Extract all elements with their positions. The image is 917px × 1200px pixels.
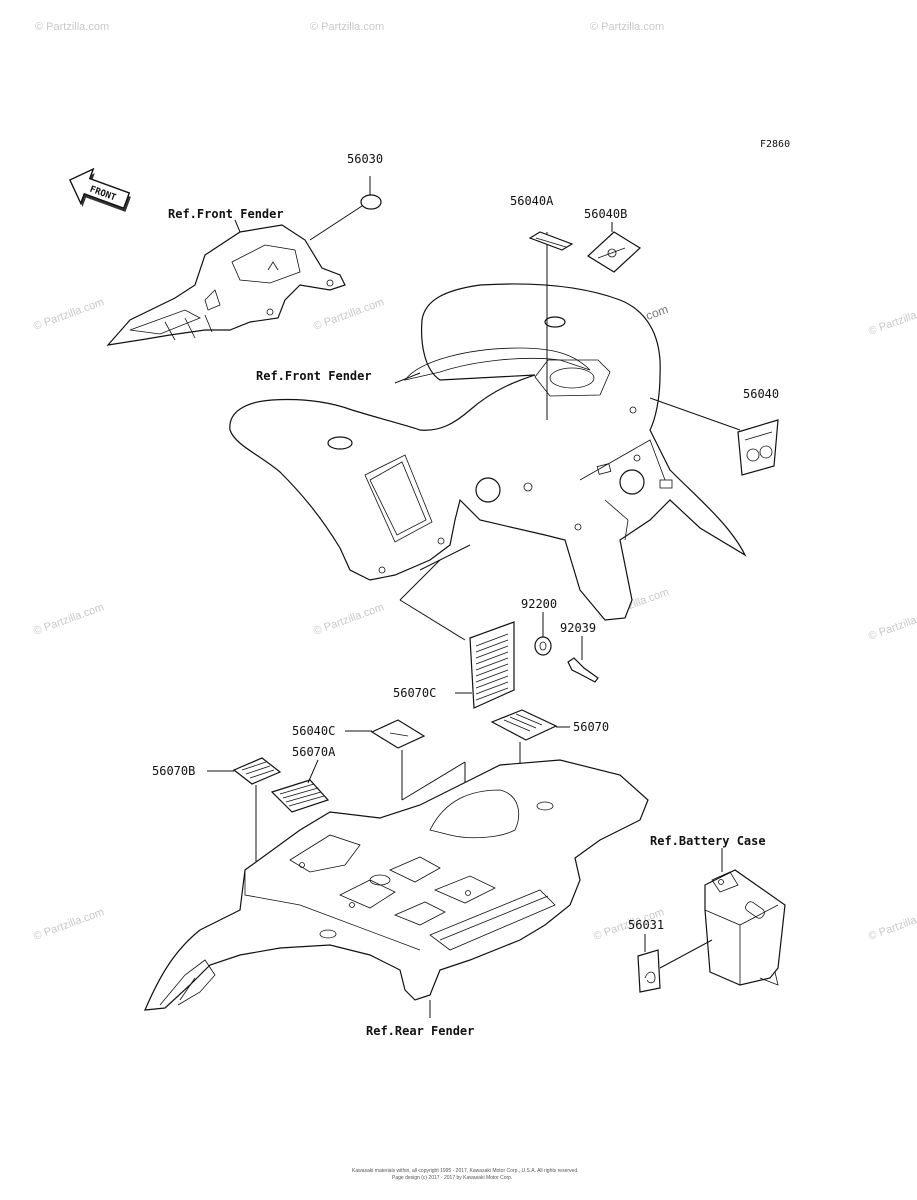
label-ref-battery-case: Ref.Battery Case <box>650 834 766 848</box>
watermark: © Partzilla.com <box>867 906 917 943</box>
label-56070: 56070 <box>573 720 609 734</box>
label-ref-rear-fender: Ref.Rear Fender <box>366 1024 474 1038</box>
watermark: © Partzilla.com <box>867 606 917 643</box>
label-56040C: 56040C <box>292 724 335 738</box>
watermark: © Partzilla.com <box>32 601 106 638</box>
copyright-line: Page design (c) 2017 - 2017 by Kawasaki … <box>392 1175 512 1181</box>
washer-92200 <box>534 636 552 656</box>
rivet-92039 <box>567 636 599 683</box>
label-56030: 56030 <box>347 152 383 166</box>
decal-56070A <box>270 779 330 813</box>
decal-56040 <box>737 419 779 476</box>
label-56070B: 56070B <box>152 764 195 778</box>
label-ref-front-fender-mid: Ref.Front Fender <box>256 369 372 383</box>
decal-56040A <box>528 231 574 251</box>
decal-56040B <box>587 231 641 273</box>
label-92039: 92039 <box>560 621 596 635</box>
label-92200: 92200 <box>521 597 557 611</box>
watermark: © Partzilla.com <box>32 906 106 943</box>
watermark: © Partzilla.com <box>590 21 664 33</box>
decal-56040C <box>370 719 426 749</box>
decal-56070B <box>232 757 282 785</box>
front-fender-main <box>229 283 747 621</box>
label-56040A: 56040A <box>510 194 554 208</box>
battery-case <box>704 848 786 986</box>
decal-56070C <box>469 621 515 709</box>
watermark: © Partzilla.com <box>312 296 386 333</box>
watermark: © Partzilla.com <box>35 21 109 33</box>
watermark: © Partzilla.com <box>867 301 917 338</box>
figure-code: F2860 <box>760 139 790 150</box>
decal-56070 <box>490 709 558 741</box>
watermark: © Partzilla.com <box>310 21 384 33</box>
front-arrow-icon: FRONT <box>69 167 131 212</box>
label-56040: 56040 <box>743 387 779 401</box>
label-56040B: 56040B <box>584 207 627 221</box>
front-fender-top-left <box>106 224 346 346</box>
label-ref-front-fender-top: Ref.Front Fender <box>168 207 284 221</box>
decal-56031 <box>637 949 661 993</box>
rear-fender <box>144 759 649 1018</box>
copyright-line: Kawasaki materials within, all copyright… <box>352 1168 579 1174</box>
label-56070A: 56070A <box>292 745 336 759</box>
label-56070C: 56070C <box>393 686 436 700</box>
watermark: © Partzilla.com <box>32 296 106 333</box>
label-56031: 56031 <box>628 918 664 932</box>
washer-56030 <box>360 194 382 210</box>
watermark: © Partzilla.com <box>312 601 386 638</box>
